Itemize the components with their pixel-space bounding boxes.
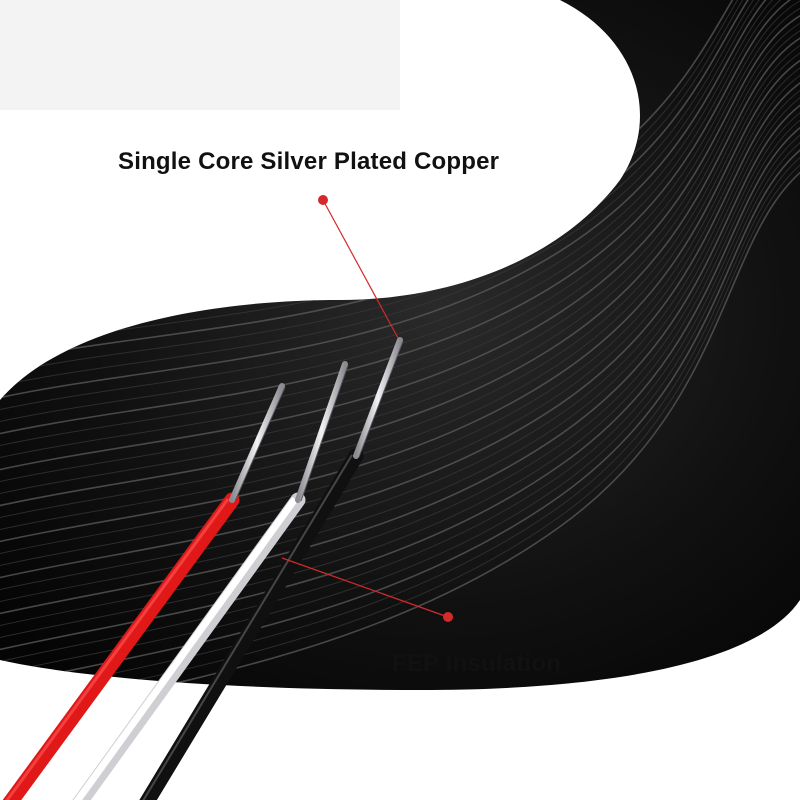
cable-strand-highlight	[0, 149, 800, 690]
cable-strand-highlight	[0, 135, 800, 690]
cable-strand-highlight	[0, 0, 800, 403]
cable-strand-highlight	[0, 92, 800, 619]
cable-strand-highlight	[0, 121, 800, 667]
black-wire-insulation	[139, 448, 364, 800]
cable-strand-highlight	[0, 85, 800, 607]
callout-copper-dot	[318, 195, 328, 205]
red-wire-conductor	[229, 383, 285, 503]
cable-strand-highlight	[0, 0, 800, 451]
white-wire-conductor	[295, 361, 348, 503]
callout-copper-label: Single Core Silver Plated Copper	[118, 148, 500, 175]
cable-strand-highlight	[0, 70, 800, 583]
callout-fep-dot	[443, 612, 453, 622]
callout-fep-label: FEP Insulation	[392, 650, 562, 677]
cable-strand-highlight	[0, 48, 800, 547]
cable-strand-highlight	[0, 5, 800, 475]
cable-strand-highlight	[0, 0, 800, 463]
cable-strand-highlight	[0, 128, 800, 679]
callout-copper-leader	[318, 195, 399, 339]
cable-strand-highlight	[0, 77, 800, 595]
cable-strand-highlight	[0, 0, 800, 427]
cable-strand-highlight	[0, 63, 800, 571]
black-wire-conductor	[353, 337, 403, 459]
cable-strand-highlight	[0, 0, 800, 415]
coil-center-opening	[0, 0, 600, 370]
cable-strand-highlight	[0, 99, 800, 631]
exposed-wires	[2, 337, 404, 800]
cable-strand-highlight	[0, 56, 800, 559]
cable-strand-highlight	[0, 34, 800, 523]
cable-strand-highlight	[0, 0, 800, 391]
cable-strand-highlight	[0, 27, 800, 511]
cable-strand-highlight	[0, 142, 800, 690]
red-wire-insulation	[2, 492, 240, 800]
backdrop-panel	[0, 0, 400, 110]
cable-strand-highlight	[0, 41, 800, 535]
cable-strand-highlight	[0, 13, 800, 487]
cable-strand-highlight	[0, 20, 800, 499]
cable-strand-highlight	[0, 0, 800, 439]
callout-fep-leader	[281, 557, 453, 622]
